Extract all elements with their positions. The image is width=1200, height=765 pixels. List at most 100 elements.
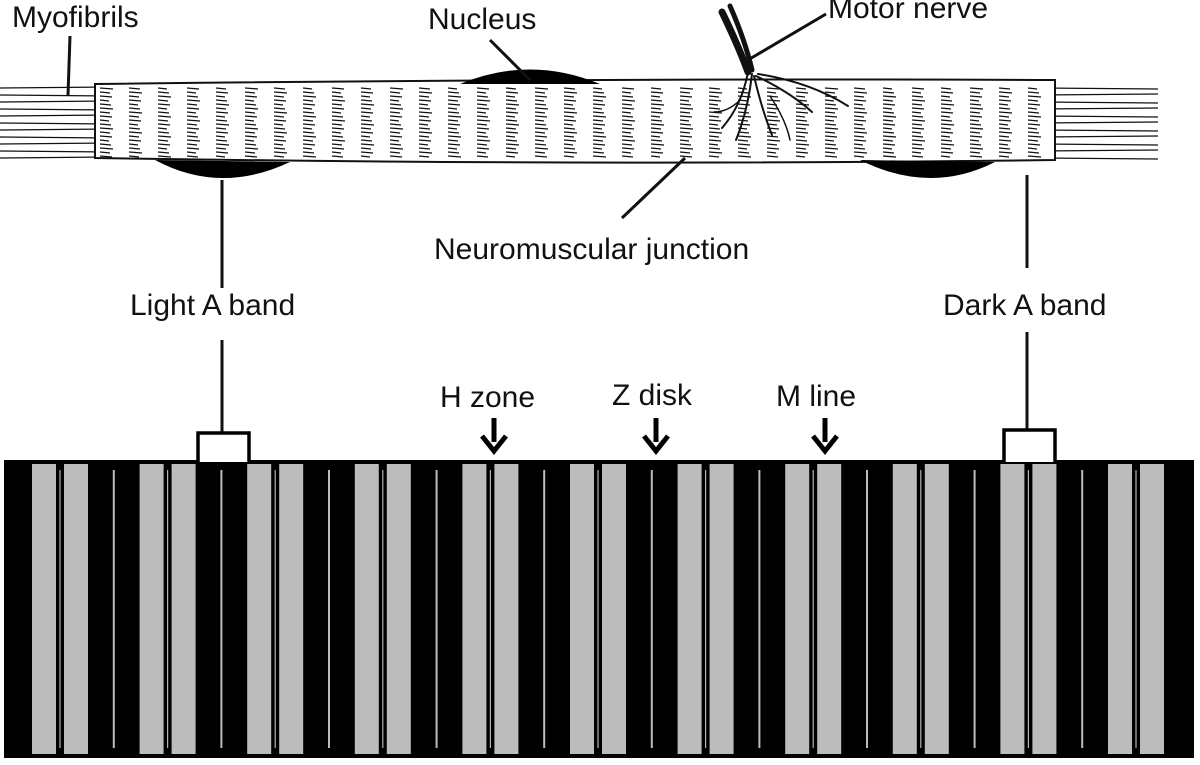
myofibril-strand — [1039, 149, 1159, 152]
myofibril-strand — [1039, 157, 1159, 160]
i-band-right — [64, 464, 88, 754]
myofibril-strand — [0, 114, 111, 117]
myofibril-strand — [1039, 129, 1159, 132]
nucleus-label: Nucleus — [428, 3, 536, 36]
light-a-band-bracket — [196, 431, 251, 462]
striation-band — [1027, 87, 1042, 158]
myofibrils-label: Myofibrils — [12, 1, 139, 34]
m-line-label: M line — [776, 380, 856, 413]
striation-band — [186, 87, 201, 158]
striation-band — [302, 87, 317, 158]
i-band-left — [785, 464, 810, 754]
neuromuscular-junction-leader — [620, 156, 687, 220]
striation-band — [766, 87, 781, 158]
myofibril-strand — [1039, 87, 1159, 90]
nucleus-bottom-left — [155, 160, 290, 179]
striation-band — [650, 87, 665, 158]
muscle-fiber — [0, 69, 1159, 179]
i-band-left — [892, 464, 917, 754]
striation-band — [592, 87, 607, 158]
myofibrils-leader — [66, 35, 72, 96]
light-bands — [32, 464, 1164, 754]
i-band-right — [171, 464, 196, 754]
myofibril-strand — [0, 122, 111, 125]
light-a-band-label: Light A band — [130, 289, 295, 322]
striation-band — [157, 87, 172, 158]
myofibril-strands — [0, 86, 1159, 160]
striation-band — [911, 87, 926, 158]
myofibril-strand — [1039, 101, 1159, 104]
i-band-left — [354, 464, 379, 754]
sarcomere-bar — [4, 460, 1194, 758]
h-zone-label: H zone — [440, 381, 535, 414]
dark-a-band-bracket — [1002, 428, 1057, 462]
myofibril-strand — [0, 100, 111, 103]
striation-band — [998, 87, 1013, 158]
striation-band — [940, 87, 955, 158]
neuromuscular-junction-label: Neuromuscular junction — [434, 233, 749, 266]
striation-band — [447, 87, 462, 158]
myofibril-strand — [1039, 121, 1159, 124]
myofibril-strand — [1039, 93, 1159, 96]
striation-band — [476, 87, 491, 158]
myofibril-strand — [0, 94, 111, 97]
i-band-left — [570, 464, 594, 754]
myofibril-strand — [1039, 143, 1159, 146]
i-band-left — [32, 464, 56, 754]
myofibril-strand — [1039, 115, 1159, 118]
i-band-right — [602, 464, 626, 754]
myofibril-strand — [0, 108, 111, 111]
striation-band — [331, 87, 346, 158]
striation-band — [273, 87, 288, 158]
striation-band — [679, 87, 694, 158]
fiber-striations — [99, 87, 1042, 158]
i-band-right — [386, 464, 411, 754]
i-band-right — [494, 464, 519, 754]
i-band-left — [1108, 464, 1132, 754]
striation-band — [128, 87, 143, 158]
myofibril-strand — [0, 86, 111, 89]
myofibril-strand — [1039, 107, 1159, 110]
striation-band — [505, 87, 520, 158]
m-line-arrow-icon — [811, 418, 839, 456]
nucleus-bottom-right — [860, 160, 995, 179]
i-band-left — [247, 464, 272, 754]
i-band-left — [677, 464, 702, 754]
striation-band — [99, 87, 114, 158]
motor-nerve-leader — [747, 12, 827, 62]
i-band-left — [462, 464, 487, 754]
nucleus-top — [460, 69, 600, 84]
h-zone-arrow-icon — [480, 418, 508, 456]
motor-nerve — [713, 3, 849, 141]
motor-nerve-label: Motor nerve — [828, 0, 988, 25]
i-band-right — [817, 464, 842, 754]
z-disk-arrow-icon — [642, 418, 670, 456]
striation-band — [418, 87, 433, 158]
i-band-right — [279, 464, 304, 754]
i-band-right — [709, 464, 734, 754]
striation-band — [824, 87, 839, 158]
i-band-right — [1140, 464, 1164, 754]
z-disk-label: Z disk — [612, 379, 693, 412]
myofibril-strand — [1039, 135, 1159, 138]
striation-band — [360, 87, 375, 158]
sarcomere-bar-outline — [4, 460, 1194, 758]
myofibril-strand — [0, 142, 111, 145]
nucleus-leader — [488, 38, 532, 82]
i-band-left — [1000, 464, 1025, 754]
i-band-right — [924, 464, 949, 754]
sarcomere-bar-background — [6, 462, 1192, 756]
striation-band — [534, 87, 549, 158]
striation-band — [708, 87, 723, 158]
myofibril-strand — [0, 150, 111, 153]
i-band-right — [1032, 464, 1057, 754]
m-lines — [59, 470, 1137, 748]
striation-band — [853, 87, 868, 158]
myofibril-strand — [0, 128, 111, 131]
striation-band — [969, 87, 984, 158]
i-band-left — [139, 464, 164, 754]
striation-band — [563, 87, 578, 158]
myofibril-strand — [0, 136, 111, 139]
dark-a-band-label: Dark A band — [943, 289, 1106, 322]
striation-band — [215, 87, 230, 158]
